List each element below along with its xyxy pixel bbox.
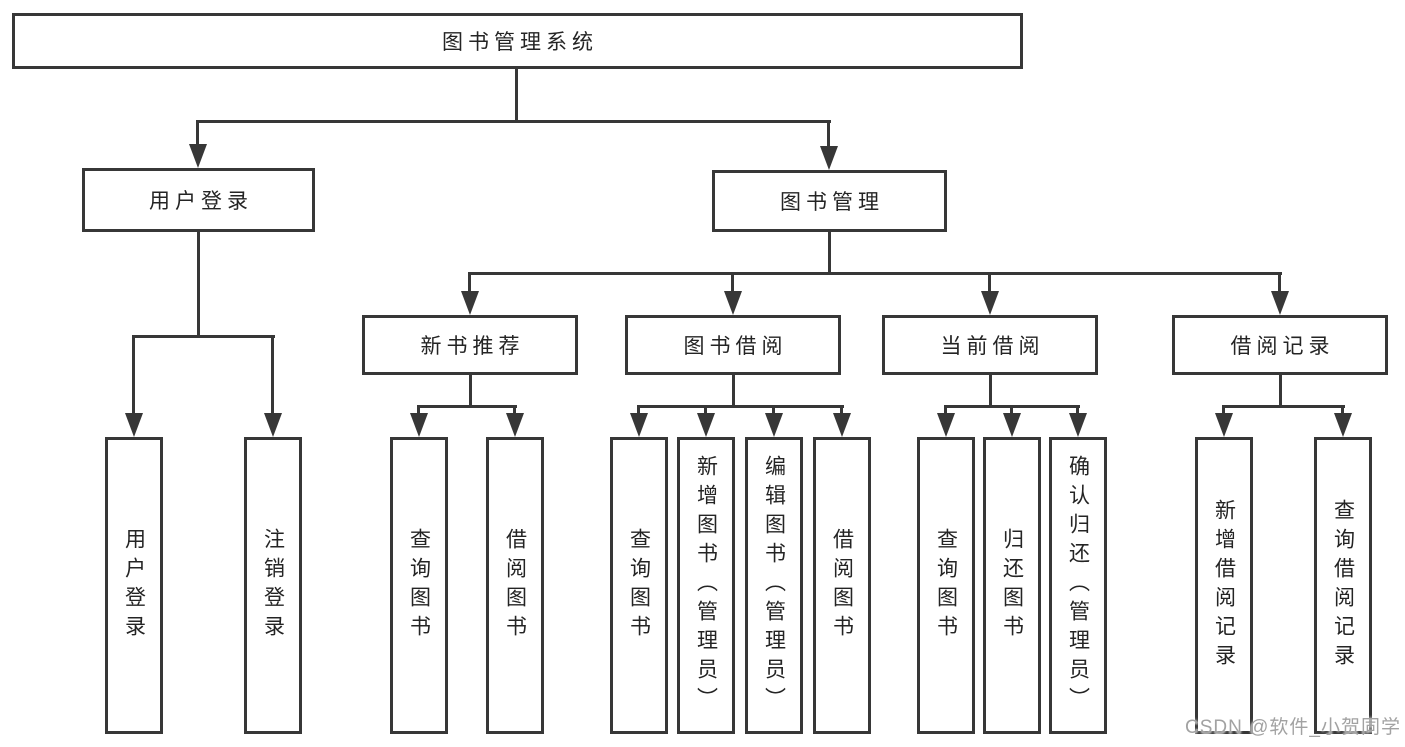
- arrow-to-leaf-query-books-current: [937, 405, 955, 437]
- connector-borrowing-records-stem: [1279, 373, 1282, 407]
- arrow-to-leaf-add-book-admin: [697, 405, 715, 437]
- leaf-borrow-books-newrec: 借阅图书: [486, 437, 544, 734]
- arrow-to-leaf-return-books: [1003, 405, 1021, 437]
- leaf-add-book-admin: 新增图书（管理员）: [677, 437, 735, 734]
- arrow-to-leaf-add-borrow-record: [1215, 405, 1233, 437]
- connector-root-stem: [515, 68, 518, 122]
- connector-user-login-bus: [132, 335, 275, 338]
- node-label: 查询图书: [627, 527, 651, 644]
- connector-current-borrowing-stem: [989, 373, 992, 407]
- node-label: 借阅图书: [830, 527, 854, 644]
- arrow-to-leaf-query-books-newrec: [410, 405, 428, 437]
- node-current-borrowing: 当前借阅: [882, 315, 1098, 375]
- arrow-to-leaf-query-borrow-record: [1334, 405, 1352, 437]
- leaf-logout: 注销登录: [244, 437, 302, 734]
- connector-user-login-stem: [197, 230, 200, 337]
- arrow-to-user-login: [189, 120, 207, 168]
- leaf-query-books-newrec: 查询图书: [390, 437, 448, 734]
- leaf-return-books: 归还图书: [983, 437, 1041, 734]
- node-label: 编辑图书（管理员）: [762, 455, 786, 716]
- node-label: 归还图书: [1000, 527, 1024, 644]
- connector-level2-bus: [197, 120, 831, 123]
- leaf-query-borrow-record: 查询借阅记录: [1314, 437, 1372, 734]
- node-label: 借阅图书: [503, 527, 527, 644]
- arrow-to-new-book-recommend: [461, 272, 479, 315]
- watermark: CSDN @软件_小贺同学: [1185, 717, 1401, 738]
- connector-book-borrowing-bus: [637, 405, 844, 408]
- node-new-book-recommend: 新书推荐: [362, 315, 578, 375]
- arrow-to-book-borrowing: [724, 272, 742, 315]
- arrow-to-leaf-borrow-books: [833, 405, 851, 437]
- node-library-management-system: 图书管理系统: [12, 13, 1023, 69]
- node-label: 确认归还（管理员）: [1066, 455, 1090, 716]
- leaf-confirm-return-admin: 确认归还（管理员）: [1049, 437, 1107, 734]
- connector-new-book-bus: [417, 405, 517, 408]
- node-label: 新增借阅记录: [1212, 498, 1236, 673]
- node-label: 用户登录: [149, 190, 253, 213]
- leaf-query-books-borrow: 查询图书: [610, 437, 668, 734]
- leaf-user-login: 用户登录: [105, 437, 163, 734]
- arrow-to-leaf-confirm-return-admin: [1069, 405, 1087, 437]
- node-label: 注销登录: [261, 527, 285, 644]
- arrow-to-leaf-logout: [264, 335, 282, 437]
- node-label: 图书管理: [780, 191, 884, 214]
- connector-book-management-stem: [828, 230, 831, 274]
- connector-book-borrowing-stem: [732, 373, 735, 407]
- node-borrowing-records: 借阅记录: [1172, 315, 1388, 375]
- node-label: 图书借阅: [683, 335, 788, 358]
- arrow-to-leaf-borrow-books-newrec: [506, 405, 524, 437]
- leaf-add-borrow-record: 新增借阅记录: [1195, 437, 1253, 734]
- arrow-to-current-borrowing: [981, 272, 999, 315]
- connector-level3-bus: [469, 272, 1282, 275]
- leaf-edit-book-admin: 编辑图书（管理员）: [745, 437, 803, 734]
- node-label: 查询借阅记录: [1331, 498, 1355, 673]
- arrow-to-book-management: [820, 120, 838, 170]
- connector-borrowing-records-bus: [1222, 405, 1345, 408]
- node-label: 当前借阅: [940, 335, 1045, 358]
- node-user-login: 用户登录: [82, 168, 315, 232]
- arrow-to-leaf-query-books-borrow: [630, 405, 648, 437]
- node-label: 查询图书: [934, 527, 958, 644]
- arrow-to-borrowing-records: [1271, 272, 1289, 315]
- arrow-to-leaf-edit-book-admin: [765, 405, 783, 437]
- node-label: 图书管理系统: [442, 31, 598, 54]
- node-label: 借阅记录: [1230, 335, 1335, 358]
- node-label: 查询图书: [407, 527, 431, 644]
- node-label: 用户登录: [122, 527, 146, 644]
- node-book-borrowing: 图书借阅: [625, 315, 841, 375]
- leaf-query-books-current: 查询图书: [917, 437, 975, 734]
- node-label: 新书推荐: [420, 335, 525, 358]
- arrow-to-leaf-user-login: [125, 335, 143, 437]
- node-book-management: 图书管理: [712, 170, 947, 232]
- node-label: 新增图书（管理员）: [694, 455, 718, 716]
- connector-new-book-stem: [469, 373, 472, 407]
- leaf-borrow-books: 借阅图书: [813, 437, 871, 734]
